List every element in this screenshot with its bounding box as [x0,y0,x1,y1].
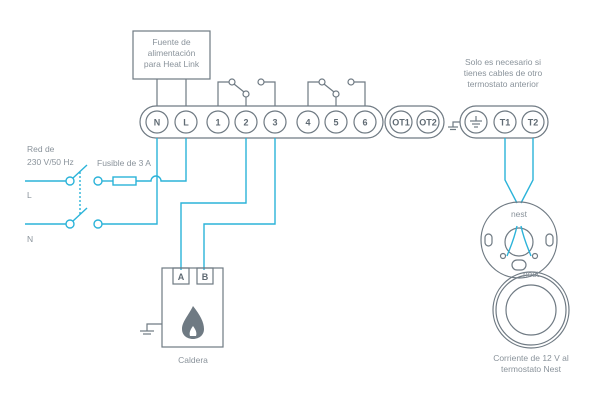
nest-caption-1: Corriente de 12 V al [493,353,569,363]
terminal-n: N [145,110,169,134]
boiler-box [161,267,224,348]
terminal-5: 5 [324,110,348,134]
boiler-wire-a [180,138,247,270]
boiler-label: Caldera [178,355,208,365]
thermostat-terminal-block [459,105,549,139]
nest-caption-2: termostato Nest [501,364,562,374]
svg-text:T1: T1 [500,118,511,128]
terminal-ground [464,110,488,134]
note-line-2: tienes cables de otro [464,68,543,78]
relay-switch-2 [307,78,366,106]
svg-text:1: 1 [215,118,220,128]
terminal-2: 2 [234,110,258,134]
terminal-3: 3 [263,110,287,134]
power-supply-label-1: Fuente de [152,37,191,47]
power-supply-box [132,30,211,80]
terminal-4: 4 [296,110,320,134]
thermostat-wire-t1 [504,138,518,204]
relay-switch-1 [217,78,276,106]
svg-text:L: L [183,118,189,128]
neutral-wire [102,138,158,225]
svg-text:5: 5 [333,118,338,128]
note-line-3: termostato anterior [467,79,539,89]
terminal-ot2: OT2 [416,110,440,134]
svg-text:nest: nest [523,269,540,279]
terminal-ot1: OT1 [389,110,413,134]
boiler-terminal-a [172,267,190,285]
heat-link-terminal-block [139,105,384,139]
fuse-icon [112,176,137,186]
svg-text:nest: nest [511,209,528,219]
nest-thermostat: nest [492,269,570,349]
terminal-t1: T1 [493,110,517,134]
svg-text:T2: T2 [528,118,539,128]
terminal-1: 1 [206,110,230,134]
boiler-wire-b [203,138,276,270]
svg-text:N: N [154,118,161,128]
thermostat-wire-t2 [520,138,534,204]
boiler-terminal-b-label: B [202,272,209,282]
isolator-switch [25,164,103,229]
opentherm-terminal-block [384,105,445,139]
fuse-label: Fusible de 3 A [97,158,151,168]
svg-text:2: 2 [243,118,248,128]
note-line-1: Solo es necesario si [465,57,541,67]
svg-text:OT1: OT1 [392,118,410,128]
svg-text:6: 6 [362,118,367,128]
mains-label-1: Red de [27,144,55,154]
svg-text:4: 4 [305,118,310,128]
svg-text:3: 3 [272,118,277,128]
boiler-ground-icon [140,323,162,335]
power-supply-label-3: para Heat Link [144,59,200,69]
nest-base-plate: nest [480,201,558,279]
ground-icon [448,121,460,131]
boiler-terminal-b [196,267,214,285]
svg-text:OT2: OT2 [419,118,437,128]
boiler-terminal-a-label: A [178,272,185,282]
flame-icon [182,306,204,339]
terminal-6: 6 [353,110,377,134]
terminal-t2: T2 [521,110,545,134]
terminal-l: L [174,110,198,134]
live-label: L [27,190,32,200]
mains-label-2: 230 V/50 Hz [27,157,74,167]
power-supply-label-2: alimentación [148,48,196,58]
neutral-label: N [27,234,33,244]
